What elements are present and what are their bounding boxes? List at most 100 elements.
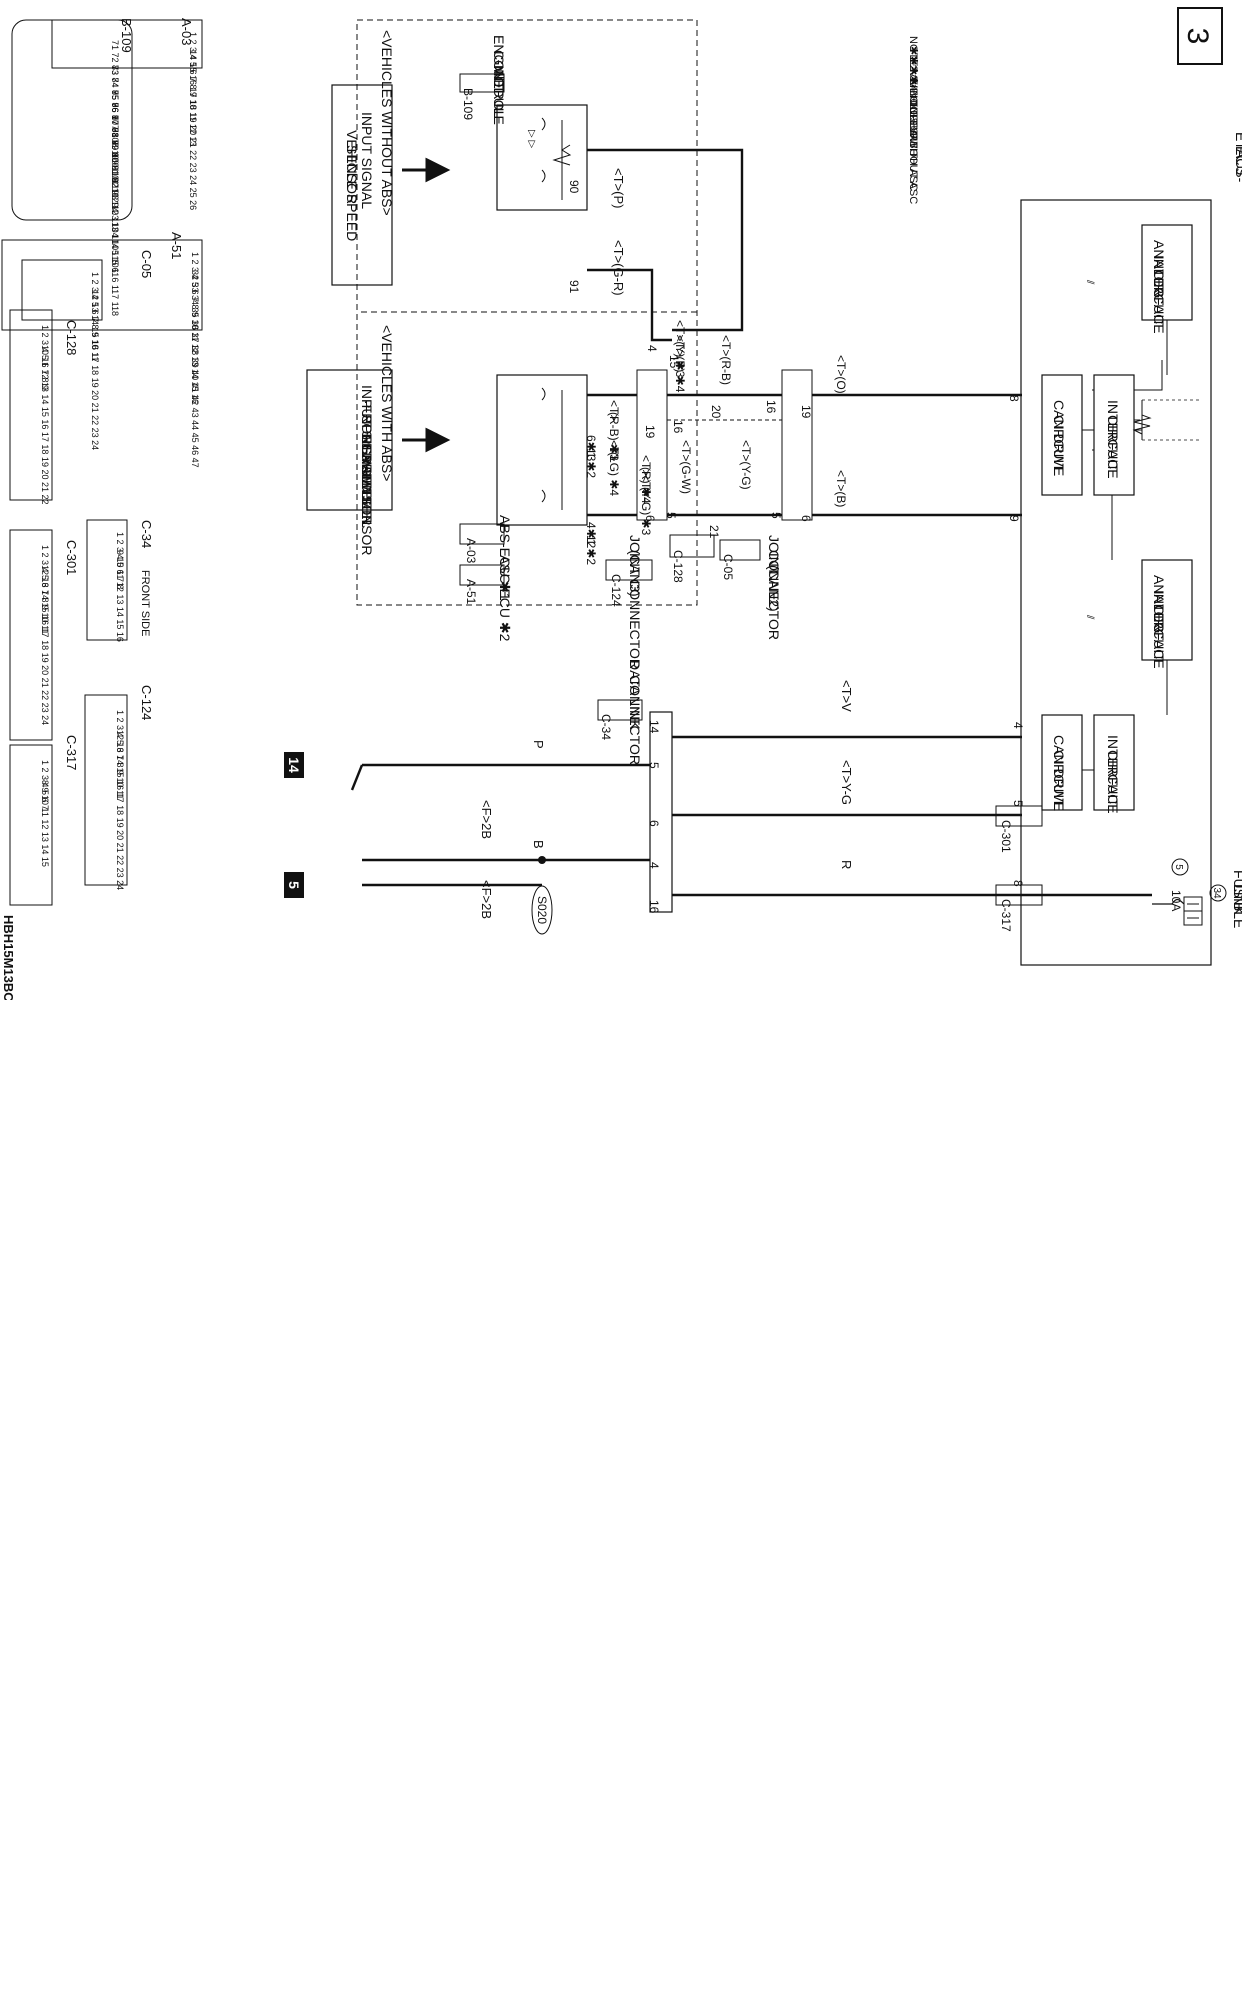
- svg-text:A-51: A-51: [464, 579, 478, 605]
- svg-text:19: 19: [643, 425, 657, 439]
- svg-text:1 2 3 4 5 6 7: 1 2 3 4 5 6 7: [40, 760, 50, 810]
- etacs-interface-1: INTERFACE CIRCUIT: [1093, 374, 1135, 496]
- svg-text:ENGINE: ENGINE: [491, 35, 507, 89]
- svg-text:C-05: C-05: [721, 554, 735, 580]
- svg-text:8: 8: [1011, 880, 1025, 887]
- etacs-can-drive-1: CAN DRIVE CIRCUIT: [1041, 374, 1083, 496]
- svg-text:21: 21: [707, 525, 721, 539]
- svg-text:4: 4: [647, 862, 661, 869]
- svg-text:(CAN2): (CAN2): [766, 565, 782, 612]
- svg-text:(Y-G) ✱3: (Y-G) ✱3: [639, 487, 653, 536]
- svg-text:<T>: <T>: [607, 400, 621, 421]
- svg-text:91: 91: [567, 280, 581, 294]
- svg-text:6: 6: [647, 820, 661, 827]
- ground-mark-2: ⫽: [1084, 614, 1095, 620]
- wires-ecm: 90 91 <T>(P) <T>(G-R) 15 4: [567, 148, 744, 369]
- diagram-canvas: 3 NOTE ✱1 : VEHICLES WITHOUT ASC ✱2 : VE…: [1, 7, 1242, 1000]
- etacs-interface-2: INTERFACE CIRCUIT: [1093, 714, 1135, 814]
- wires-joint: <T>(R-B) <T>(Y) ✱3 <T>(P) ✱4 16 20 16 <T…: [664, 320, 783, 539]
- etacs-ecu-outline: [1020, 199, 1212, 966]
- svg-text:19: 19: [799, 405, 813, 419]
- svg-text:1 2 3 4 5 6 7 8 9: 1 2 3 4 5 6 7 8 9: [40, 325, 50, 390]
- svg-text:C-301: C-301: [999, 820, 1013, 853]
- svg-text:4: 4: [645, 345, 659, 352]
- engine-control-module: ENGINE CONTROL MODULE B-109 ▷ ▷: [459, 35, 588, 211]
- svg-text:DATA LINK: DATA LINK: [627, 660, 643, 730]
- ground-mark-1: ⫽: [1084, 279, 1095, 285]
- svg-text:FUSIBLE: FUSIBLE: [1231, 870, 1242, 928]
- svg-text:A-03: A-03: [464, 538, 478, 564]
- svg-text:B-109: B-109: [461, 88, 475, 120]
- svg-text:SPEED SENSOR: SPEED SENSOR: [359, 445, 375, 555]
- svg-text:34: 34: [1211, 887, 1222, 899]
- svg-text:4✱1: 4✱1: [584, 522, 598, 546]
- fusible-link: FUSIBLE LINK 34 5 10A: [1152, 858, 1242, 928]
- svg-text:(R-B) ✱3: (R-B) ✱3: [607, 412, 621, 461]
- note-title: NOTE: [907, 36, 919, 67]
- svg-text:9 10 11 12 13 14 15 16: 9 10 11 12 13 14 15 16: [115, 550, 125, 642]
- svg-text:C-124: C-124: [139, 685, 154, 720]
- svg-text:12✱2: 12✱2: [584, 535, 598, 565]
- svg-text:6: 6: [799, 515, 813, 522]
- svg-text:CIRCUIT: CIRCUIT: [1105, 750, 1121, 807]
- svg-text:P: P: [531, 740, 546, 749]
- svg-text:CIRCUIT: CIRCUIT: [1105, 415, 1121, 472]
- svg-text:ABS-ECU ✱1: ABS-ECU ✱1: [497, 515, 513, 601]
- svg-text:CIRCUIT: CIRCUIT: [1151, 270, 1167, 327]
- note-line-4: ✱4 : TURBO: [907, 76, 919, 139]
- svg-text:<T>(Y-G): <T>(Y-G): [739, 440, 753, 490]
- svg-text:<T>(G-W): <T>(G-W): [679, 440, 693, 494]
- wires-dlc: <T>V <T>Y-G R 14 5 6 4 16 4 5 C-301 8 C-…: [647, 680, 1152, 932]
- svg-text:1 2 3 4 5 6 7 8: 1 2 3 4 5 6 7 8: [115, 532, 125, 590]
- svg-text:LINK: LINK: [1231, 884, 1242, 916]
- joint-connector-can3: JOINT CONNECTOR (CAN3) C-124: [605, 369, 668, 669]
- svg-text:S020: S020: [535, 896, 549, 924]
- connector-c317: C-317 1 2 3 4 5 6 7 8 9 10 11 12 13 14 1…: [9, 735, 79, 906]
- svg-text:ANALOG: ANALOG: [1151, 575, 1167, 633]
- note-line-2: ✱2 : VEHICLES WITH ASC: [907, 56, 919, 191]
- connector-c128: C-128 1 2 3 4 5 6 7 8 9 10 11 12 13 14 1…: [9, 309, 79, 504]
- svg-text:<T>(P): <T>(P): [611, 168, 626, 208]
- rotated-diagram-sheet: 3 NOTE ✱1 : VEHICLES WITHOUT ASC ✱2 : VE…: [1, 7, 1242, 1000]
- svg-text:C-301: C-301: [64, 540, 79, 575]
- svg-text:JOINT CONNECTOR: JOINT CONNECTOR: [627, 535, 643, 669]
- svg-text:MODULE: MODULE: [491, 65, 507, 125]
- svg-text:12 13 14 15 16 17 18 19 20 21: 12 13 14 15 16 17 18 19 20 21 22 23 24: [40, 565, 50, 725]
- etacs-title-1: ETACS-: [1233, 132, 1242, 183]
- svg-text:C-34: C-34: [139, 520, 154, 548]
- figure-code: HBH15M13BC: [1, 915, 16, 1000]
- svg-text:C-317: C-317: [999, 899, 1013, 932]
- svg-text:R: R: [839, 860, 854, 869]
- svg-text:95 96 97 98 99 100 101 102 103: 95 96 97 98 99 100 101 102 103 104 105 1…: [110, 90, 120, 273]
- svg-text:C-128: C-128: [671, 550, 685, 583]
- svg-text:1 2 3 4 5 6 7 8 9 10 11: 1 2 3 4 5 6 7 8 9 10 11: [90, 272, 100, 361]
- svg-text:14 15 16 17 18 19 20 21 22 23: 14 15 16 17 18 19 20 21 22 23 24 25 26: [188, 50, 198, 210]
- note-line-3: ✱3 : NON-TURBO: [907, 66, 919, 158]
- svg-text:6: 6: [643, 515, 657, 522]
- svg-text:·FRONT WHEEL: ·FRONT WHEEL: [359, 400, 375, 507]
- svg-text:INTERFACE: INTERFACE: [1151, 590, 1167, 669]
- svg-text:CONTROL: CONTROL: [491, 50, 507, 119]
- etacs-analog-interface-2: ANALOG INTERFACE CIRCUIT: [1141, 559, 1193, 669]
- label-without-abs: <VEHICLES WITHOUT ABS>: [379, 30, 395, 216]
- etacs-can-drive-2: CAN DRIVE CIRCUIT: [1041, 714, 1083, 811]
- svg-text:9: 9: [1007, 515, 1021, 522]
- svg-text:INPUT SIGNAL: INPUT SIGNAL: [359, 112, 375, 209]
- svg-text:C-34: C-34: [599, 714, 613, 740]
- svg-text:10A: 10A: [1169, 890, 1183, 911]
- svg-text:<T>(P) ✱4: <T>(P) ✱4: [673, 335, 687, 393]
- svg-text:8 9 10 11 12 13 14 15: 8 9 10 11 12 13 14 15: [40, 780, 50, 867]
- svg-text:A-03: A-03: [179, 18, 194, 45]
- svg-text:5: 5: [769, 512, 783, 519]
- svg-text:90: 90: [567, 180, 581, 194]
- wires-etacs: <T>(O) <T>(B) 19 8 6 9: [799, 355, 1022, 522]
- svg-text:8: 8: [1007, 395, 1021, 402]
- svg-text:FRONT SIDE: FRONT SIDE: [139, 570, 151, 636]
- joint-connector-can2: JOINT CONNECTOR (CAN2) C-05 C-128: [669, 369, 813, 640]
- svg-text:10 11 12 13 14 15 16 17 18 19: 10 11 12 13 14 15 16 17 18 19 20 21 22: [40, 345, 50, 504]
- svg-text:B: B: [531, 840, 546, 849]
- svg-text:C-124: C-124: [609, 574, 623, 607]
- svg-text:14: 14: [647, 720, 661, 734]
- ground-wiring: P B <F>2B <F>2B S020 14 5: [284, 740, 650, 935]
- svg-text:INPUT SIGNAL: INPUT SIGNAL: [359, 385, 375, 482]
